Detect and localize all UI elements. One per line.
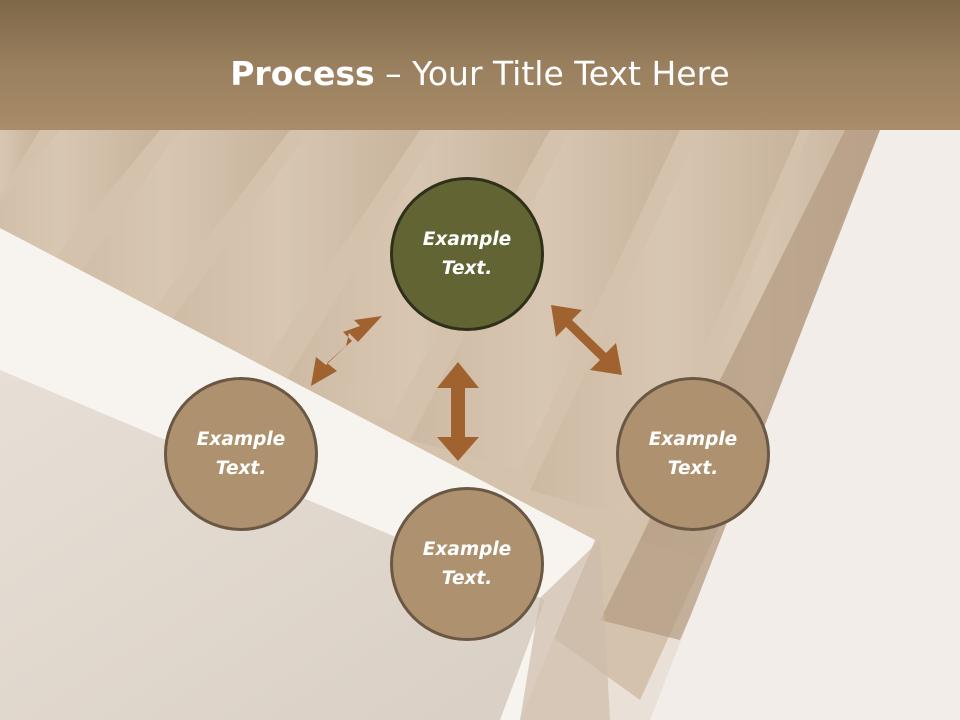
arrow-center-right [551,305,622,375]
title-rest: – Your Title Text Here [374,54,730,93]
right-node-line2: Text. [667,458,719,479]
arrow-center-bottom [437,362,479,461]
title-bar [0,0,960,130]
center-node: Example Text. [390,177,544,331]
bottom-node: Example Text. [390,487,544,641]
left-node-line2: Text. [215,458,267,479]
bottom-node-line1: Example [422,539,512,560]
right-node: Example Text. [616,377,770,531]
center-node-line2: Text. [441,258,493,279]
bottom-node-line2: Text. [441,568,493,589]
left-node-line1: Example [196,429,286,450]
center-node-line1: Example [422,229,512,250]
left-node: Example Text. [164,377,318,531]
right-node-line1: Example [648,429,738,450]
arrow-center-left [311,316,382,386]
title-bold: Process [230,54,375,93]
slide-title: Process – Your Title Text Here [0,52,960,96]
